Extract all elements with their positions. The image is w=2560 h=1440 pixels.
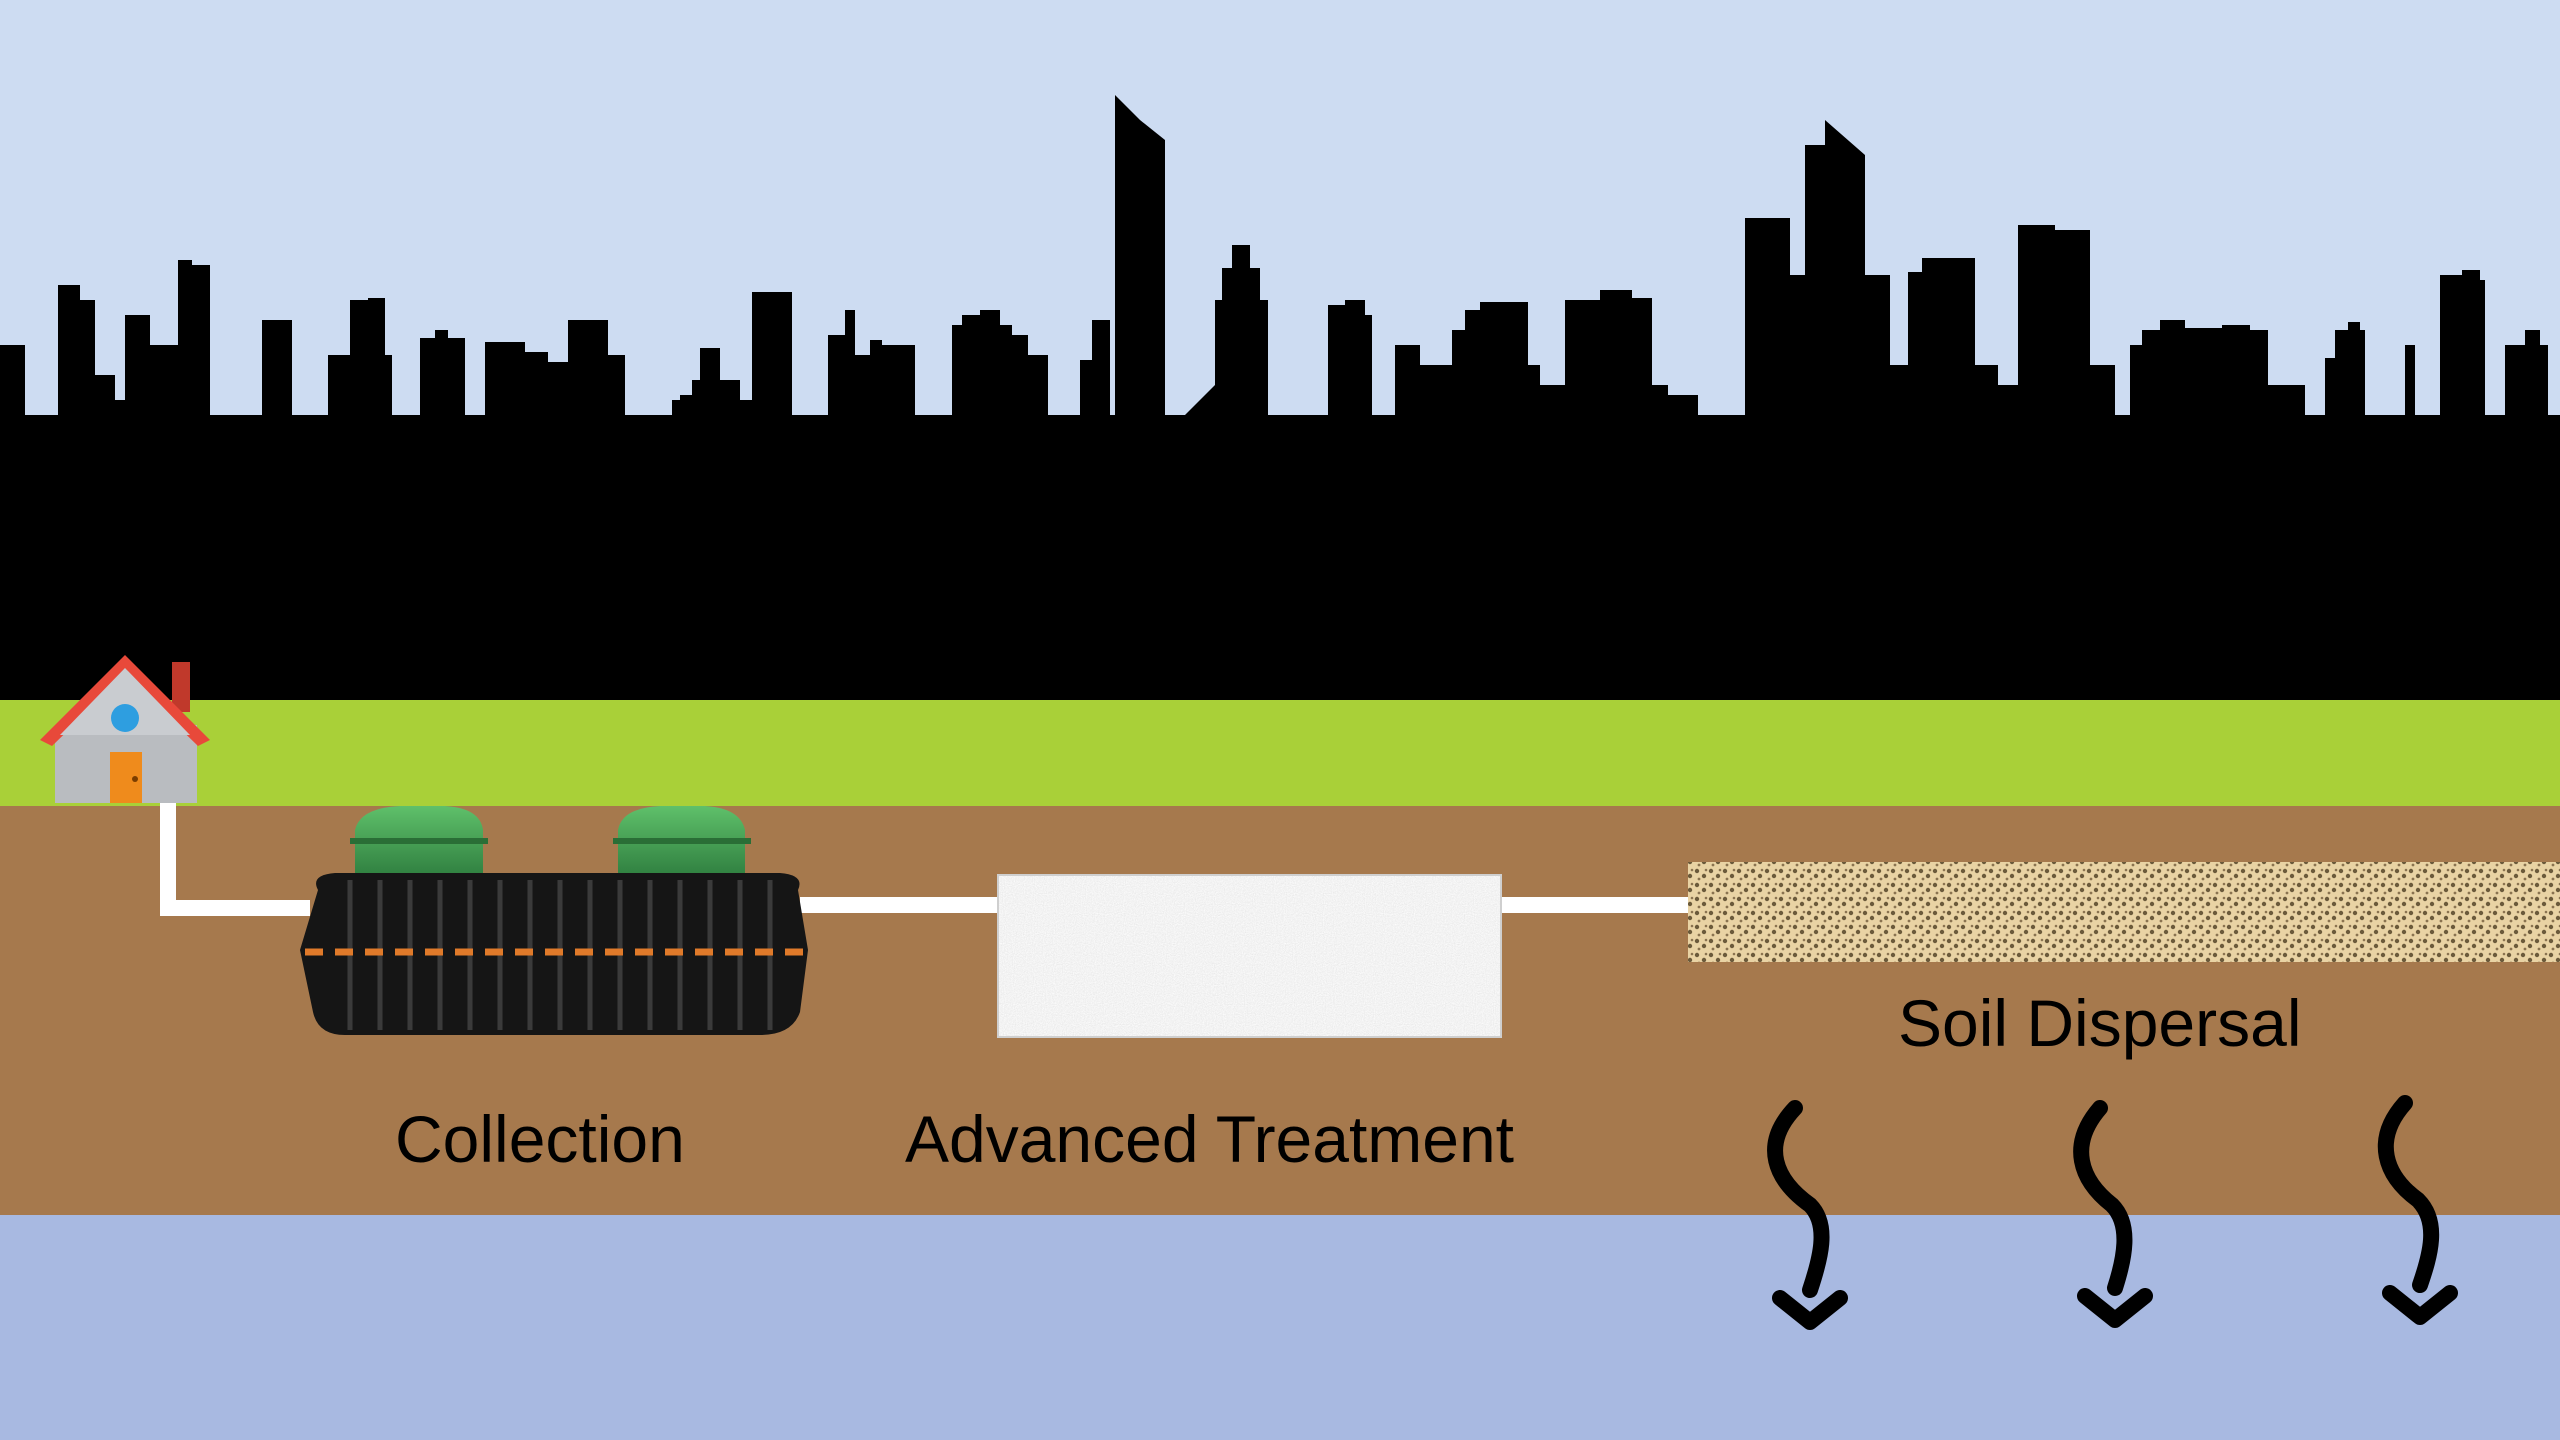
treatment-media-box [997, 874, 1502, 1038]
downward-wavy-arrow-2 [2073, 1100, 2133, 1296]
arrow-heads [1772, 1285, 2458, 1330]
flow-arrows [1767, 1095, 2440, 1298]
house-icon [40, 655, 210, 803]
stage-label-collection: Collection [395, 1102, 685, 1176]
downward-wavy-arrow-1 [1767, 1100, 1830, 1298]
city-skyline [0, 95, 2560, 700]
downward-wavy-arrow-3 [2377, 1095, 2440, 1293]
grass-surface [0, 697, 2560, 807]
gravel-drainfield [1688, 862, 2560, 962]
groundwater-layer [0, 1215, 2560, 1440]
pipe-network [160, 800, 1690, 916]
septic-tank [300, 806, 808, 1035]
stage-label-treatment: Advanced Treatment [905, 1102, 1515, 1176]
stage-label-dispersal: Soil Dispersal [1898, 986, 2302, 1060]
house-pipe [160, 800, 310, 916]
